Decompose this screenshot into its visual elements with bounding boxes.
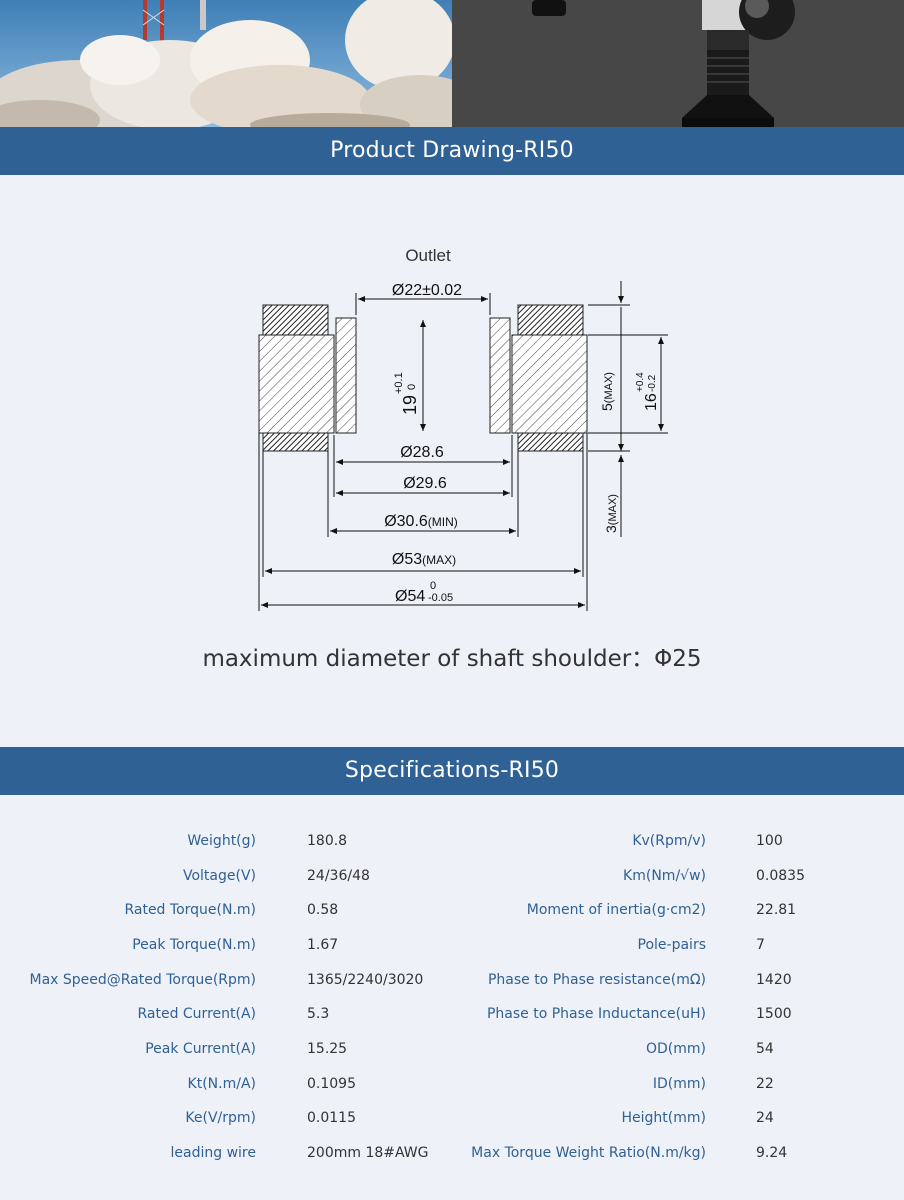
spec-value: 1.67 [307, 937, 339, 953]
spec-label: Moment of inertia(g·cm2) [526, 902, 706, 918]
spec-label: Kv(Rpm/v) [632, 833, 706, 849]
spec-value: 180.8 [307, 833, 348, 849]
spec-row: leading wire 200mm 18#AWG Max Torque Wei… [0, 1145, 904, 1169]
dim-54: Ø54 [395, 588, 425, 605]
dim-29-6: Ø29.6 [403, 475, 447, 492]
magnet-block-top-left [262, 304, 329, 336]
spec-row: Max Speed@Rated Torque(Rpm) 1365/2240/30… [0, 972, 904, 996]
svg-text:3(MAX): 3(MAX) [603, 494, 619, 533]
product-drawing-title: Product Drawing-RI50 [330, 138, 574, 163]
spec-value: 7 [756, 937, 765, 953]
spec-row: Voltage(V) 24/36/48 Km(Nm/√w) 0.0835 [0, 868, 904, 892]
dim-30-6: Ø30.6 [384, 513, 428, 530]
dim-16-tol-upper: +0.4 [635, 372, 646, 392]
spec-label: Max Torque Weight Ratio(N.m/kg) [471, 1145, 706, 1161]
dim-30-6-note: (MIN) [428, 515, 458, 529]
spec-row: Ke(V/rpm) 0.0115 Height(mm) 24 [0, 1110, 904, 1134]
svg-text:5(MAX): 5(MAX) [599, 372, 615, 411]
spec-value: 0.1095 [307, 1076, 356, 1092]
dim-height-19-tol-upper: +0.1 [393, 372, 405, 394]
spec-value: 1500 [756, 1006, 792, 1022]
spec-value: 9.24 [756, 1145, 788, 1161]
spec-row: Peak Current(A) 15.25 OD(mm) 54 [0, 1041, 904, 1065]
spec-value: 22 [756, 1076, 774, 1092]
spec-label: Weight(g) [187, 833, 256, 849]
svg-text:Ø53(MAX): Ø53(MAX) [392, 551, 456, 568]
spec-label: Peak Torque(N.m) [132, 937, 256, 953]
dim-16: 16 [643, 393, 660, 411]
dim-54-tol-upper: 0 [430, 580, 436, 592]
spec-value: 200mm 18#AWG [307, 1145, 429, 1161]
specifications-header: Specifications-RI50 [0, 747, 904, 795]
spec-label: Pole-pairs [637, 937, 706, 953]
rocket-launch-image [0, 0, 452, 127]
stator-block-right [511, 334, 588, 434]
spec-value: 0.58 [307, 902, 339, 918]
spec-label: Rated Torque(N.m) [124, 902, 256, 918]
dim-53: Ø53 [392, 551, 422, 568]
spec-label: Rated Current(A) [137, 1006, 256, 1022]
spec-row: Rated Torque(N.m) 0.58 Moment of inertia… [0, 902, 904, 926]
dim-5-note: (MAX) [603, 372, 615, 403]
outlet-label: Outlet [405, 246, 451, 265]
spec-value: 1365/2240/3020 [307, 972, 424, 988]
dimension-drawing-svg: Outlet Ø22±0.02 19 +0.1 0 Ø28.6 [240, 246, 680, 725]
dim-54-tol-lower: -0.05 [428, 592, 453, 604]
spec-value: 0.0835 [756, 868, 805, 884]
dim-inner-diameter: Ø22±0.02 [392, 282, 462, 299]
spec-value: 0.0115 [307, 1110, 356, 1126]
stator-block-left [258, 334, 335, 434]
spec-row: Weight(g) 180.8 Kv(Rpm/v) 100 [0, 833, 904, 857]
dim-3: 3 [603, 525, 619, 533]
robot-arm-image [452, 0, 904, 127]
spec-row: Rated Current(A) 5.3 Phase to Phase Indu… [0, 1006, 904, 1030]
spec-label: Phase to Phase Inductance(uH) [486, 1006, 706, 1022]
spec-label: Max Speed@Rated Torque(Rpm) [29, 972, 256, 988]
spec-label: Kt(N.m/A) [187, 1076, 256, 1092]
spec-value: 15.25 [307, 1041, 348, 1057]
spec-row: Peak Torque(N.m) 1.67 Pole-pairs 7 [0, 937, 904, 961]
spec-label: Height(mm) [621, 1110, 706, 1126]
spec-value: 5.3 [307, 1006, 330, 1022]
specifications-title: Specifications-RI50 [344, 758, 560, 783]
spec-value: 24 [756, 1110, 774, 1126]
dim-16-tol-lower: -0.2 [647, 374, 658, 392]
spec-label: leading wire [170, 1145, 256, 1161]
product-drawing-header: Product Drawing-RI50 [0, 127, 904, 175]
shaft-shoulder-caption: maximum diameter of shaft shoulder：Φ25 [202, 646, 702, 672]
magnet-block-bottom-left [262, 432, 329, 452]
dim-height-19-tol-lower: 0 [406, 384, 418, 390]
spec-value: 24/36/48 [307, 868, 370, 884]
spec-label: Voltage(V) [182, 868, 256, 884]
spec-value: 100 [756, 833, 783, 849]
spec-label: Km(Nm/√w) [623, 868, 706, 884]
spec-label: Peak Current(A) [145, 1041, 256, 1057]
hero-banner [0, 0, 904, 127]
dim-height-19: 19 [400, 395, 420, 415]
spec-value: 54 [756, 1041, 774, 1057]
spec-label: Ke(V/rpm) [185, 1110, 256, 1126]
svg-text:Ø30.6(MIN): Ø30.6(MIN) [384, 513, 458, 530]
dim-53-note: (MAX) [422, 553, 456, 567]
dim-5: 5 [599, 403, 615, 411]
spec-value: 22.81 [756, 902, 797, 918]
product-drawing: Outlet Ø22±0.02 19 +0.1 0 Ø28.6 [0, 175, 904, 747]
spec-row: Kt(N.m/A) 0.1095 ID(mm) 22 [0, 1076, 904, 1100]
spec-label: Phase to Phase resistance(mΩ) [487, 972, 706, 988]
spec-label: ID(mm) [652, 1076, 706, 1092]
sleeve-right [489, 317, 511, 434]
spec-value: 1420 [756, 972, 792, 988]
magnet-block-bottom-right [517, 432, 584, 452]
specifications-table: Weight(g) 180.8 Kv(Rpm/v) 100 Voltage(V)… [0, 795, 904, 1200]
dim-3-note: (MAX) [607, 494, 619, 525]
dim-28-6: Ø28.6 [400, 444, 444, 461]
magnet-block-top-right [517, 304, 584, 336]
sleeve-left [335, 317, 357, 434]
spec-label: OD(mm) [646, 1041, 706, 1057]
